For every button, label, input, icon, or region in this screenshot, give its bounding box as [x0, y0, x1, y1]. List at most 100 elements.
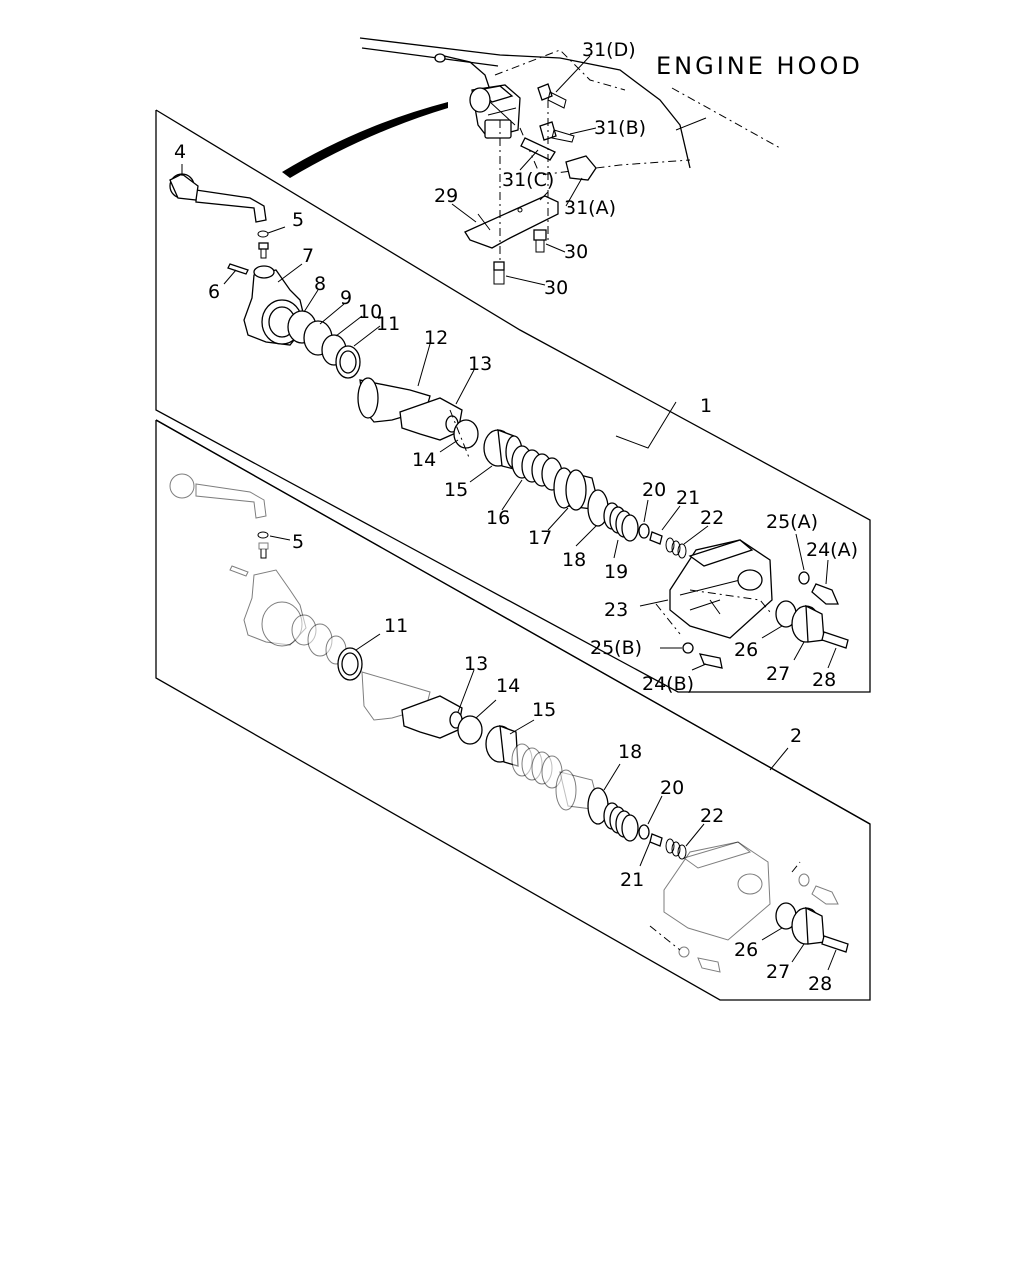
label-24a: 24(A)	[806, 539, 858, 561]
label-4: 4	[174, 141, 186, 163]
label-7: 7	[302, 245, 314, 267]
cover-2	[663, 841, 771, 941]
screw-31d	[537, 83, 567, 109]
plug-27	[791, 604, 825, 643]
label-23: 23	[604, 599, 628, 621]
label-5-b: 5	[292, 531, 304, 553]
label-28: 28	[812, 669, 836, 691]
label-29: 29	[434, 185, 458, 207]
housing-2	[243, 569, 347, 665]
label-26-b: 26	[734, 939, 758, 961]
label-30-upper: 30	[564, 241, 588, 263]
label-20: 20	[642, 479, 666, 501]
switch-body	[469, 84, 521, 139]
lever-4	[169, 173, 267, 223]
oring-5	[257, 230, 269, 238]
screw-5-b	[258, 542, 269, 559]
spring-22	[665, 537, 687, 559]
label-15: 15	[444, 479, 468, 501]
label-9: 9	[340, 287, 352, 309]
label-6: 6	[208, 281, 220, 303]
leader-lines	[181, 55, 837, 971]
label-16: 16	[486, 507, 510, 529]
pin-28	[821, 631, 849, 649]
engine-hood-area	[282, 37, 781, 285]
bolt-24b	[698, 653, 723, 669]
label-25b: 25(B)	[590, 637, 642, 659]
label-17: 17	[528, 527, 552, 549]
label-11: 11	[376, 313, 400, 335]
spring-19	[603, 502, 639, 542]
block-31a	[565, 155, 597, 181]
ring-20	[638, 523, 650, 539]
label-14-b: 14	[496, 675, 520, 697]
label-11-b: 11	[384, 615, 408, 637]
bolt-30-lower	[493, 261, 505, 285]
bolt-24a	[811, 583, 839, 605]
label-30-lower: 30	[544, 277, 568, 299]
label-13: 13	[468, 353, 492, 375]
label-8: 8	[314, 273, 326, 295]
label-18-b: 18	[618, 741, 642, 763]
label-19: 19	[604, 561, 628, 583]
label-28-b: 28	[808, 973, 832, 995]
label-21: 21	[676, 487, 700, 509]
spring-19-b	[603, 802, 639, 842]
label-15-b: 15	[532, 699, 556, 721]
assembly-1-parts	[169, 173, 849, 669]
assembly-1-frame	[155, 109, 871, 693]
plug-27-b	[791, 906, 825, 945]
bolt-30-upper	[533, 229, 547, 253]
engine-hood-title: ENGINE HOOD	[656, 52, 863, 80]
label-21-b: 21	[620, 869, 644, 891]
stem-21	[649, 531, 663, 545]
label-5: 5	[292, 209, 304, 231]
curved-pointer-arrow	[282, 102, 448, 178]
screw-31b	[539, 121, 575, 143]
bracket-29	[464, 191, 559, 249]
washer-25b	[682, 642, 694, 654]
assembly-1-number: 1	[700, 395, 712, 417]
assembly-1	[155, 109, 871, 693]
pin-28-b	[821, 935, 849, 953]
piston-14-b	[449, 711, 483, 745]
spring-stack-2	[511, 743, 601, 811]
label-25a: 25(A)	[766, 511, 818, 533]
hood-dashline	[494, 49, 781, 149]
label-14: 14	[412, 449, 436, 471]
ring-20-b	[638, 824, 650, 840]
label-26: 26	[734, 639, 758, 661]
screw-5	[258, 242, 269, 259]
stem-21-b	[649, 833, 663, 847]
pin-31c	[520, 137, 556, 161]
label-24b: 24(B)	[642, 673, 694, 695]
label-10: 10	[358, 301, 382, 323]
label-12: 12	[424, 327, 448, 349]
label-31c: 31(C)	[502, 169, 554, 191]
lever-2	[169, 473, 267, 519]
label-18: 18	[562, 549, 586, 571]
pin-6	[227, 263, 249, 275]
assembly-2-number: 2	[790, 725, 802, 747]
plate-13-b	[401, 695, 463, 739]
hood-outline	[359, 37, 691, 169]
label-31b: 31(B)	[594, 117, 646, 139]
washer-25a	[798, 571, 810, 585]
label-31d: 31(D)	[582, 39, 636, 61]
assembly-2	[155, 419, 871, 1001]
part-labels: ENGINE HOOD 31(D) 31(B) 31(C) 31(A) 29 3…	[174, 39, 863, 995]
label-22: 22	[700, 507, 724, 529]
spring-22-b	[665, 838, 687, 860]
plate-13	[399, 397, 463, 441]
label-13-b: 13	[464, 653, 488, 675]
cover-23	[669, 539, 773, 639]
label-22-b: 22	[700, 805, 724, 827]
label-20-b: 20	[660, 777, 684, 799]
label-27: 27	[766, 663, 790, 685]
piston-14	[445, 415, 479, 449]
assembly-2-parts	[169, 473, 849, 973]
label-31a: 31(A)	[564, 197, 616, 219]
oring-5-b	[257, 531, 269, 539]
label-27-b: 27	[766, 961, 790, 983]
